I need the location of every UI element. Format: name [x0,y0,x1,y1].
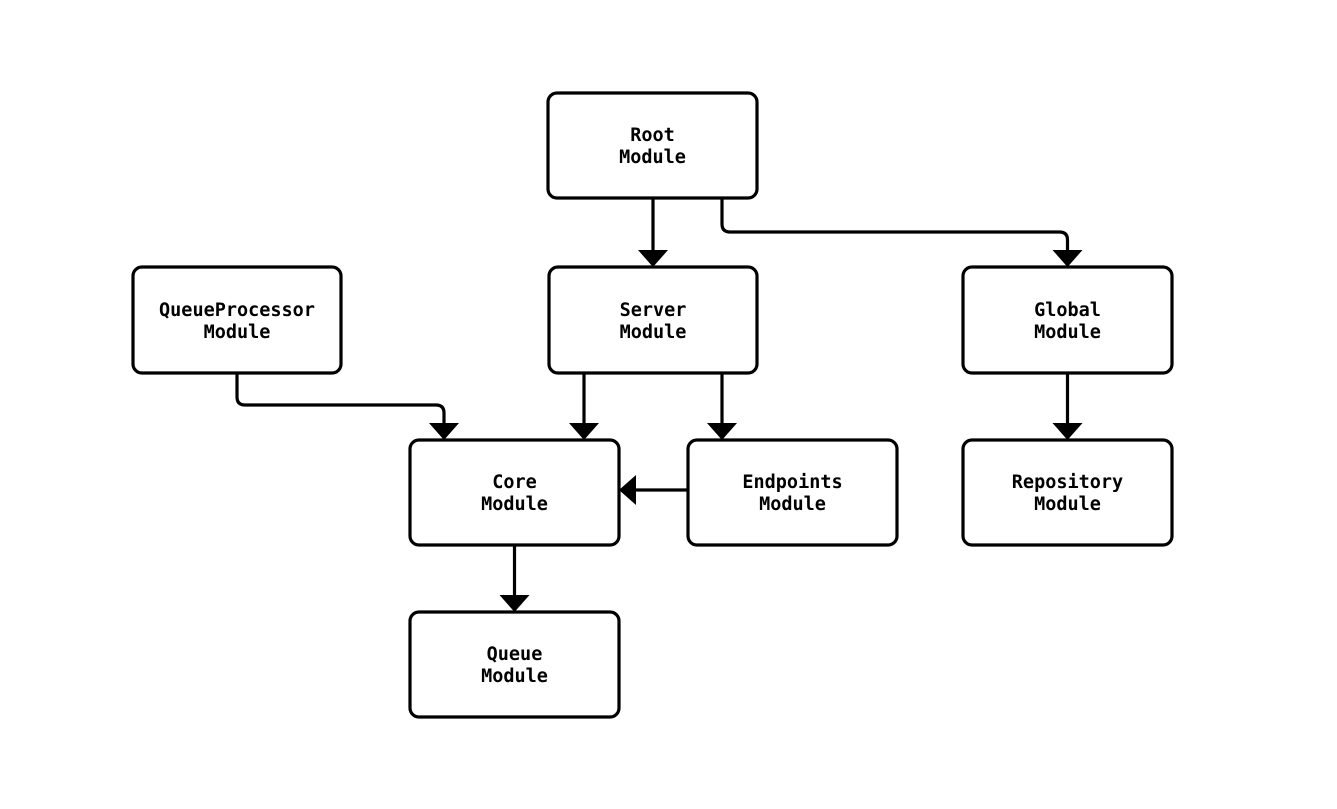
node-global-module: Global Module [961,265,1174,375]
node-label-line2: Module [1034,494,1101,515]
node-box [546,91,759,200]
edge-root-to-global [720,198,1083,267]
node-label-line1: Root [630,125,675,146]
node-label-line2: Module [204,322,271,343]
node-label-line2: Module [620,322,687,343]
arrow-head-icon [619,475,636,505]
edge-global-to-repository [1052,373,1083,440]
edge-root-to-server [638,198,668,267]
node-label-line1: Global [1034,300,1101,321]
node-core-module: Core Module [408,438,621,547]
node-server-module: Server Module [547,265,759,375]
arrow-head-icon [499,595,530,612]
node-label-line1: Server [620,300,687,321]
node-label-line1: QueueProcessor [159,300,315,321]
node-box [547,265,759,375]
edge-endpoints-to-core [619,475,688,505]
node-box [686,438,899,547]
node-label-line1: Queue [487,644,543,665]
node-label-line2: Module [759,494,826,515]
edge-line [235,373,446,424]
node-root-module: Root Module [546,91,759,200]
node-box [961,438,1174,547]
node-queueprocessor-module: QueueProcessor Module [131,265,343,375]
node-label-line1: Core [492,472,537,493]
node-label-line1: Endpoints [742,472,842,493]
edge-server-to-core [569,373,599,440]
arrow-head-icon [569,423,599,440]
node-queue-module: Queue Module [408,610,621,719]
node-label-line1: Repository [1012,472,1123,493]
node-label-line2: Module [481,494,548,515]
arrow-head-icon [638,250,668,267]
edge-core-to-queue [499,545,530,612]
node-box [408,610,621,719]
arrow-head-icon [1052,423,1083,440]
node-endpoints-module: Endpoints Module [686,438,899,547]
node-label-line2: Module [481,666,548,687]
edge-line [720,198,1070,251]
edge-server-to-endpoints [707,373,737,440]
node-box [961,265,1174,375]
node-label-line2: Module [1034,322,1101,343]
node-label-line2: Module [619,147,686,168]
node-repository-module: Repository Module [961,438,1174,547]
edge-queueprocessor-to-core [235,373,459,440]
arrow-head-icon [1052,250,1083,267]
arrow-head-icon [429,423,459,440]
node-box [131,265,343,375]
arrow-head-icon [707,423,737,440]
node-box [408,438,621,547]
